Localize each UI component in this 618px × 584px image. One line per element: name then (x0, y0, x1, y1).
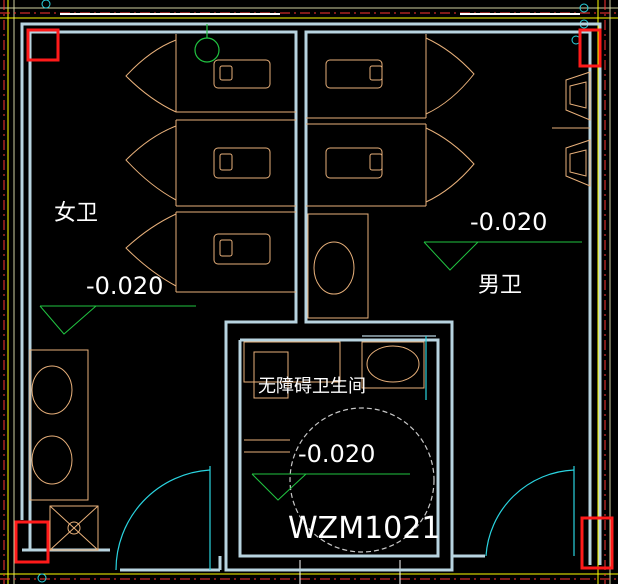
accessible-fixtures (243, 341, 425, 453)
mens-stalls (306, 34, 591, 319)
womens-room-label: 女卫 (54, 201, 98, 226)
level-markers (39, 241, 582, 501)
accessible-room-label: 无障碍卫生间 (258, 376, 366, 397)
columns (14, 28, 614, 570)
axis-markers (37, 0, 589, 583)
door-swings (115, 24, 575, 571)
womens-stalls (29, 34, 296, 551)
mens-room-label: 男卫 (478, 273, 522, 298)
mens-elevation: -0.020 (470, 208, 547, 236)
door-tag-label: WZM1021 (288, 511, 440, 546)
womens-elevation: -0.020 (86, 272, 163, 300)
accessible-elevation: -0.020 (298, 440, 375, 468)
